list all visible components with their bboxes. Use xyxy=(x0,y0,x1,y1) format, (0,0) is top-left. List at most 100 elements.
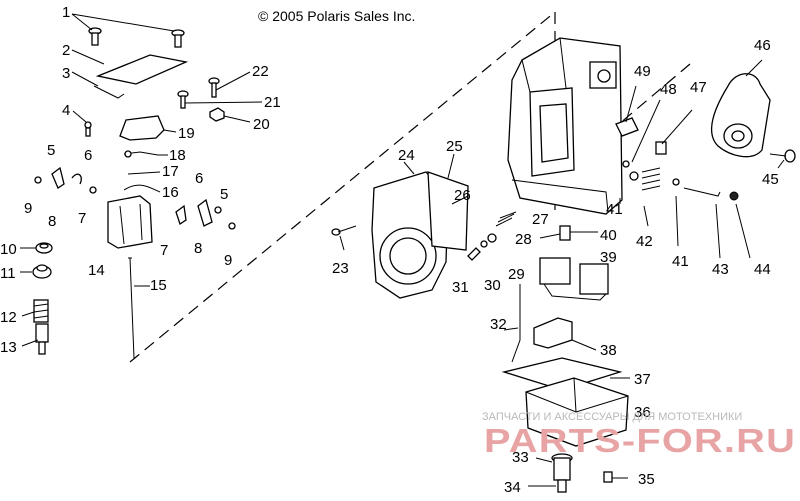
jet-part-30 xyxy=(480,240,488,248)
oring-part-29 xyxy=(487,233,497,243)
rod-part-17 xyxy=(127,171,161,175)
callout-14: 14 xyxy=(88,262,105,279)
callout-36: 36 xyxy=(634,404,651,421)
callout-22: 22 xyxy=(252,63,269,80)
callout-16: 16 xyxy=(162,184,179,201)
screw-part-22 xyxy=(208,77,220,98)
callout-7a: 7 xyxy=(78,210,86,227)
bracket-part-19 xyxy=(119,115,165,141)
wire-clip-part-3 xyxy=(93,85,125,99)
callout-13: 13 xyxy=(0,339,17,356)
callout-47: 47 xyxy=(690,79,707,96)
copyright-text: © 2005 Polaris Sales Inc. xyxy=(258,8,415,24)
callout-27: 27 xyxy=(532,211,549,228)
spring-part-42 xyxy=(641,167,661,191)
callout-45: 45 xyxy=(762,171,779,188)
washer-part-41b xyxy=(672,178,680,186)
callout-6a: 6 xyxy=(84,147,92,164)
callout-31: 31 xyxy=(452,279,469,296)
needle-part-15 xyxy=(128,257,135,359)
clip-part-18 xyxy=(123,151,168,156)
callout-5b: 5 xyxy=(220,186,228,203)
callout-18: 18 xyxy=(169,147,186,164)
washer-part-48 xyxy=(622,160,630,168)
small-parts-right xyxy=(175,198,236,230)
nut-part-44 xyxy=(729,191,739,201)
callout-38: 38 xyxy=(600,342,617,359)
callout-48: 48 xyxy=(660,81,677,98)
callout-3: 3 xyxy=(62,65,70,82)
callout-12: 12 xyxy=(0,309,17,326)
washer-part-41a xyxy=(629,171,639,181)
callout-21: 21 xyxy=(264,94,281,111)
screw-part-4 xyxy=(84,121,92,137)
nut-part-20 xyxy=(209,107,225,122)
watermark-brand: PARTS-FOR.RU xyxy=(484,422,796,459)
callout-10: 10 xyxy=(0,241,17,258)
float-pin-part-38 xyxy=(533,317,597,351)
carburetor-body xyxy=(507,37,623,215)
callout-39: 39 xyxy=(600,249,617,266)
callout-28: 28 xyxy=(515,231,532,248)
screw-part-1b xyxy=(171,29,185,48)
part-49-fitting xyxy=(615,85,639,137)
callout-49: 49 xyxy=(634,63,651,80)
callout-17: 17 xyxy=(162,163,179,180)
intake-flange-part-24 xyxy=(371,161,449,299)
spring-part-27 xyxy=(495,211,517,227)
bowl-gasket-part-37 xyxy=(501,357,623,391)
callout-32: 32 xyxy=(490,316,507,333)
float-part-39 xyxy=(539,257,609,301)
callout-24: 24 xyxy=(398,147,415,164)
small-parts-left xyxy=(34,166,97,194)
screw-part-43 xyxy=(683,187,721,197)
float-bowl-part-36 xyxy=(525,377,629,447)
spring-part-12 xyxy=(33,299,49,323)
screw-part-45 xyxy=(769,149,796,163)
callout-1: 1 xyxy=(62,4,70,21)
callout-40: 40 xyxy=(600,227,617,244)
callout-11: 11 xyxy=(0,265,16,282)
callout-29: 29 xyxy=(508,266,525,283)
jet-part-13 xyxy=(35,323,49,355)
callout-19: 19 xyxy=(178,125,195,142)
callout-44: 44 xyxy=(754,261,771,278)
left-parts-group xyxy=(20,13,263,359)
callout-26: 26 xyxy=(454,187,471,204)
callout-25: 25 xyxy=(446,138,463,155)
callout-30: 30 xyxy=(484,277,501,294)
callout-41a: 41 xyxy=(606,201,623,218)
callout-2: 2 xyxy=(62,42,70,59)
cap-part-47 xyxy=(655,109,693,155)
callout-42: 42 xyxy=(636,233,653,250)
callout-20: 20 xyxy=(253,116,270,133)
callout-8a: 8 xyxy=(48,213,56,230)
cover-plate-part-2 xyxy=(95,54,189,85)
spring-part-16 xyxy=(123,184,161,193)
washer-part-10 xyxy=(35,242,53,254)
valve-part-28 xyxy=(539,225,598,241)
callout-6b: 6 xyxy=(195,170,203,187)
drain-part-33 xyxy=(551,453,573,493)
callout-15: 15 xyxy=(150,277,167,294)
callout-7b: 7 xyxy=(160,242,168,259)
callout-34: 34 xyxy=(504,479,521,496)
callout-41b: 41 xyxy=(672,253,689,270)
callout-9b: 9 xyxy=(224,252,232,269)
watermark-tagline: ЗАПЧАСТИ И АКСЕССУАРЫ ДЛЯ МОТОТЕХНИКИ xyxy=(482,411,742,423)
screw-part-31 xyxy=(467,247,481,261)
callout-43: 43 xyxy=(712,261,729,278)
jet-block-part-14 xyxy=(107,195,153,249)
nut-part-11 xyxy=(32,264,52,279)
screw-part-21 xyxy=(177,90,189,109)
callout-8b: 8 xyxy=(194,240,202,257)
callout-9a: 9 xyxy=(24,200,32,217)
callout-46: 46 xyxy=(754,37,771,54)
screw-part-35 xyxy=(603,471,628,483)
callout-labels: 1 2 3 4 5 6 7 8 9 10 11 12 13 14 15 16 1… xyxy=(0,4,779,496)
screw-part-1a xyxy=(88,27,102,46)
throttle-cover-part-46 xyxy=(711,59,771,158)
callout-5a: 5 xyxy=(47,142,55,159)
callout-37: 37 xyxy=(634,371,651,388)
